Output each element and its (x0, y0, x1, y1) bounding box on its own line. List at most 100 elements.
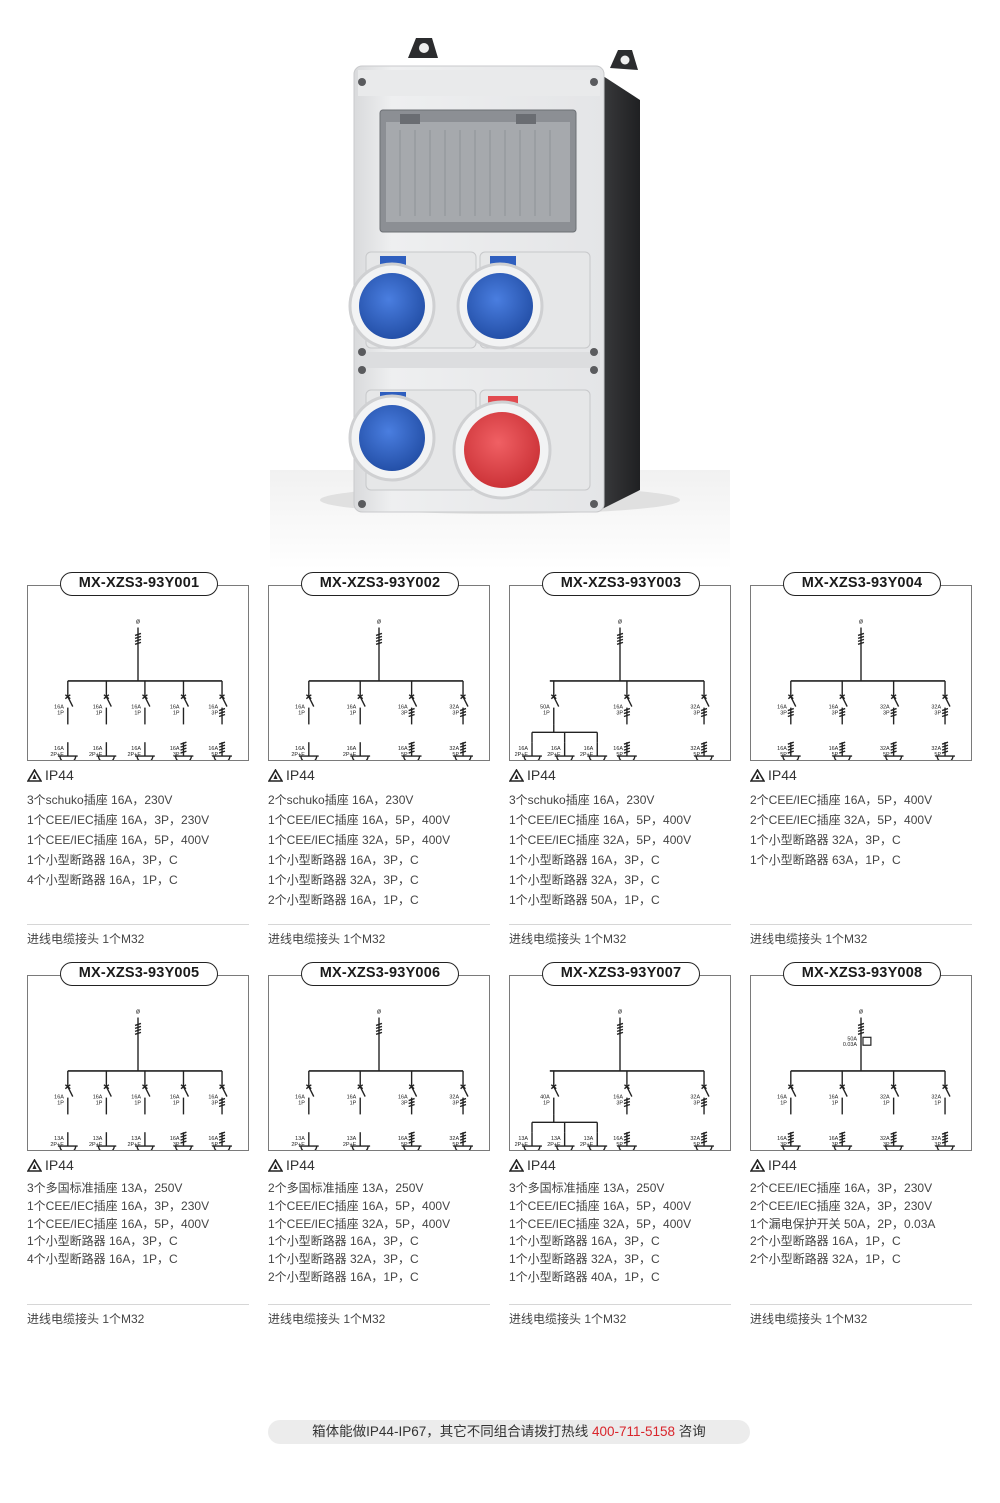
svg-text:16A: 16A (295, 1095, 305, 1101)
svg-text:16A: 16A (398, 746, 408, 752)
ip-rating: IP44 (750, 1156, 797, 1174)
hotline-number[interactable]: 400-711-5158 (591, 1424, 676, 1439)
svg-text:16A: 16A (398, 705, 408, 711)
svg-text:16A: 16A (398, 1095, 408, 1101)
svg-text:32A: 32A (690, 1095, 700, 1101)
spec-item: 4个小型断路器 16A，1P，C (27, 873, 178, 887)
svg-text:16A: 16A (131, 746, 141, 752)
cee-outlet-symbol (832, 741, 853, 760)
svg-text:16A: 16A (347, 1095, 357, 1101)
svg-text:1P: 1P (350, 1101, 357, 1107)
svg-text:2P+E: 2P+E (547, 1142, 561, 1148)
schuko-outlet-symbol (135, 1132, 155, 1150)
breaker-symbol (787, 680, 797, 725)
svg-text:5P: 5P (452, 752, 459, 758)
svg-text:32A: 32A (449, 1095, 459, 1101)
svg-text:1P: 1P (934, 1101, 941, 1107)
svg-text:3P: 3P (616, 711, 623, 717)
svg-text:16A: 16A (777, 705, 787, 711)
breaker-symbol (942, 1070, 951, 1115)
svg-text:13A: 13A (347, 1136, 357, 1142)
svg-text:16A: 16A (54, 1095, 64, 1101)
breaker-symbol (218, 680, 228, 725)
svg-text:16A: 16A (93, 1095, 103, 1101)
wiring-diagram-svg: ø16A1P13A2P+E16A1P13A2P+E16A1P13A2P+E16A… (50, 1009, 232, 1150)
cee-outlet-symbol (453, 1131, 473, 1150)
cable-gland-note: 进线电缆接头 1个M32 (750, 932, 868, 946)
incoming-phase-label: ø (859, 1009, 864, 1016)
svg-text:3P: 3P (934, 711, 941, 717)
svg-text:3P: 3P (832, 711, 839, 717)
ip-rating-text: IP44 (768, 767, 797, 783)
incoming-phase-label: ø (618, 619, 623, 626)
spec-item: 2个小型断路器 32A，1P，C (750, 1252, 901, 1267)
svg-text:0.03A: 0.03A (843, 1042, 858, 1048)
svg-text:2P+E: 2P+E (291, 752, 305, 758)
incoming-cable (134, 627, 142, 681)
ip-rating-text: IP44 (45, 1157, 74, 1173)
incoming-cable (857, 1017, 865, 1071)
svg-text:16A: 16A (295, 746, 305, 752)
rcd-symbol (862, 1036, 872, 1046)
model-title: MX-XZS3-93Y001 (60, 572, 218, 596)
spec-item: 3个多国标准插座 13A，250V (27, 1181, 183, 1195)
breaker-symbol (180, 1070, 190, 1115)
spec-item: 3个schuko插座 16A，230V (509, 793, 655, 807)
breaker-symbol (623, 1070, 633, 1115)
svg-text:3P: 3P (401, 1101, 408, 1107)
spec-item: 3个多国标准插座 13A，250V (509, 1181, 665, 1195)
ip-rating-text: IP44 (286, 1157, 315, 1173)
spec-item: 1个小型断路器 50A，1P，C (509, 893, 660, 907)
svg-text:1P: 1P (543, 1101, 550, 1107)
breaker-symbol (700, 1070, 710, 1115)
cee-outlet-symbol (212, 741, 232, 760)
svg-text:16A: 16A (613, 1095, 623, 1101)
svg-text:3P: 3P (211, 711, 218, 717)
svg-text:5P: 5P (616, 1142, 623, 1148)
cee-outlet-symbol (832, 1131, 853, 1150)
cee-outlet-symbol (780, 741, 801, 760)
breaker-symbol (142, 680, 151, 725)
svg-text:16A: 16A (551, 746, 561, 752)
spec-item: 1个CEE/IEC插座 16A，5P，400V (509, 813, 692, 827)
svg-text:32A: 32A (449, 705, 459, 711)
spec-item: 1个CEE/IEC插座 16A，3P，230V (27, 813, 210, 827)
incoming-phase-label: ø (136, 1009, 141, 1016)
svg-text:3P: 3P (452, 1101, 459, 1107)
spec-item: 2个小型断路器 16A，1P，C (268, 893, 419, 907)
svg-text:5P: 5P (211, 752, 218, 758)
svg-text:1P: 1P (298, 711, 305, 717)
svg-text:13A: 13A (54, 1136, 64, 1142)
cee-outlet-symbol (173, 741, 194, 760)
incoming-phase-label: ø (859, 619, 864, 626)
schuko-outlet-symbol (57, 1132, 78, 1150)
cable-gland-note: 进线电缆接头 1个M32 (27, 932, 145, 946)
svg-text:16A: 16A (170, 1095, 180, 1101)
svg-text:16A: 16A (54, 746, 64, 752)
svg-text:2P+E: 2P+E (50, 1142, 64, 1148)
